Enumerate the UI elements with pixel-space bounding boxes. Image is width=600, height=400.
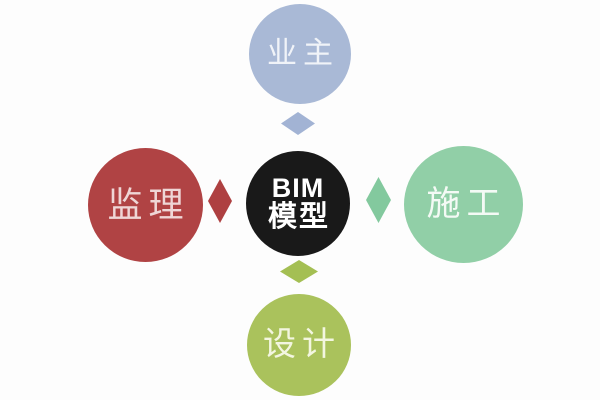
node-construction-label: 施工 (426, 185, 507, 223)
node-design-label: 设计 (263, 326, 341, 363)
node-design: 设计 (247, 294, 351, 396)
node-bim-model-label-line2: 模型 (267, 200, 330, 233)
connector-diamond-right (366, 177, 391, 223)
node-bim-model: BIM 模型 (246, 151, 350, 256)
connector-diamond-left (208, 179, 232, 223)
connector-diamond-top (281, 112, 315, 135)
node-supervision: 监理 (88, 148, 203, 262)
node-bim-model-label-line1: BIM (271, 172, 325, 203)
connector-diamond-bottom (280, 260, 318, 283)
node-construction: 施工 (404, 146, 523, 263)
node-supervision-label: 监理 (107, 185, 190, 225)
node-owner-label: 业主 (267, 37, 339, 70)
node-owner: 业主 (249, 4, 351, 104)
